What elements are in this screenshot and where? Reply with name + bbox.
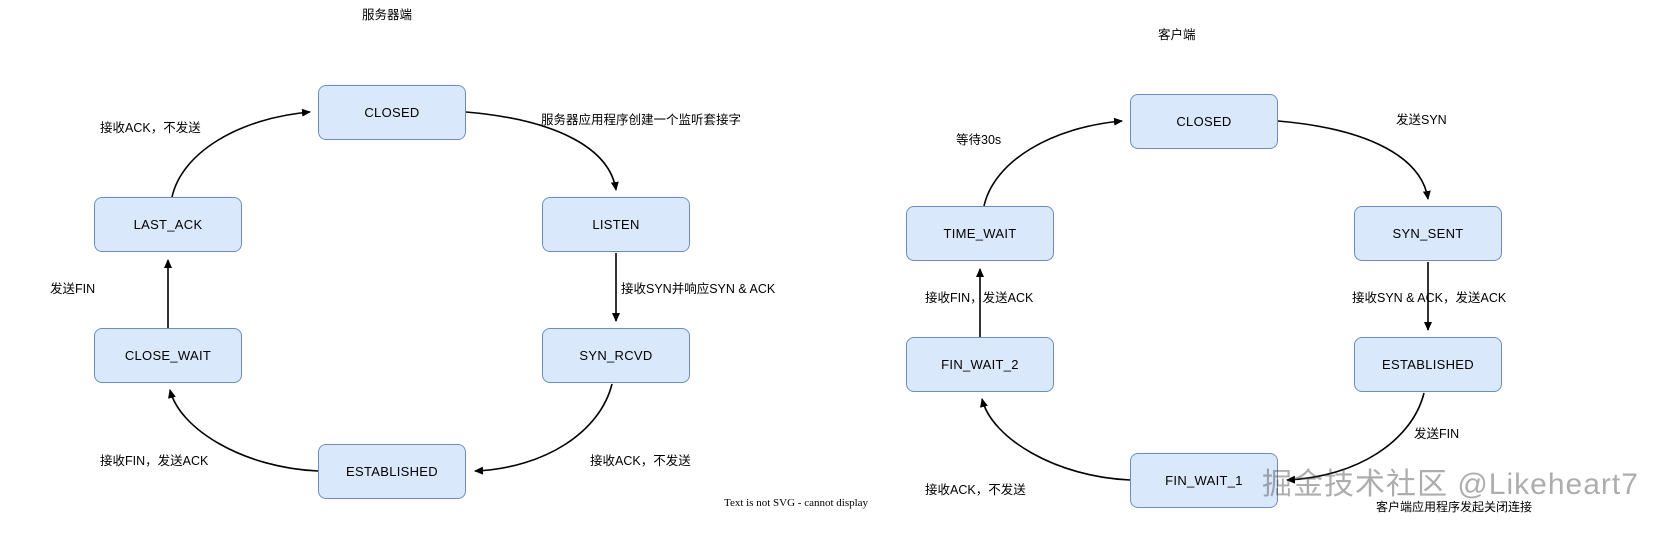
edge-label-client-established-finwait1: 发送FIN — [1414, 427, 1460, 441]
edge-label-server-listen-synrcvd: 接收SYN并响应SYN & ACK — [621, 282, 776, 296]
edge-label-client-finwait2-timewait: 接收FIN，发送ACK — [925, 291, 1034, 305]
state-node-listen[interactable]: LISTEN — [542, 197, 690, 252]
edge-label-server-synrcvd-established: 接收ACK，不发送 — [590, 454, 691, 468]
server-footer-note: Text is not SVG - cannot display — [724, 497, 869, 509]
edge-label-client-closed-synsent: 发送SYN — [1396, 113, 1447, 127]
state-node-last-ack[interactable]: LAST_ACK — [94, 197, 242, 252]
edge-label-client-finwait1-finwait2: 接收ACK，不发送 — [925, 483, 1026, 497]
state-node-closed-client[interactable]: CLOSED — [1130, 94, 1278, 149]
edge-label-server-closed-listen: 服务器应用程序创建一个监听套接字 — [541, 113, 742, 127]
edge-label-client-timewait-closed: 等待30s — [956, 133, 1002, 147]
state-node-established-client[interactable]: ESTABLISHED — [1354, 337, 1502, 392]
edge-client-timewait-closed — [983, 117, 1123, 207]
state-node-syn-sent[interactable]: SYN_SENT — [1354, 206, 1502, 261]
edge-client-closed-synsent — [1277, 120, 1431, 200]
state-node-established-server[interactable]: ESTABLISHED — [318, 444, 466, 499]
state-node-closed-server[interactable]: CLOSED — [318, 85, 466, 140]
state-node-syn-rcvd[interactable]: SYN_RCVD — [542, 328, 690, 383]
state-node-fin-wait-1[interactable]: FIN_WAIT_1 — [1130, 453, 1278, 508]
state-node-time-wait[interactable]: TIME_WAIT — [906, 206, 1054, 261]
edge-client-finwait1-finwait2 — [980, 398, 1131, 481]
edge-label-server-lastack-closed: 接收ACK，不发送 — [100, 121, 201, 135]
state-node-close-wait[interactable]: CLOSE_WAIT — [94, 328, 242, 383]
edge-label-client-synsent-established: 接收SYN & ACK，发送ACK — [1352, 291, 1507, 305]
edge-label-server-established-closewait: 接收FIN，发送ACK — [100, 454, 209, 468]
server-diagram-title: 服务器端 — [362, 8, 413, 22]
watermark-text: 掘金技术社区 @Likeheart7 — [1262, 468, 1639, 501]
state-node-fin-wait-2[interactable]: FIN_WAIT_2 — [906, 337, 1054, 392]
client-footer-note: 客户端应用程序发起关闭连接 — [1376, 500, 1533, 514]
edge-label-server-closewait-lastack: 发送FIN — [50, 282, 96, 296]
client-diagram-title: 客户端 — [1158, 28, 1196, 42]
